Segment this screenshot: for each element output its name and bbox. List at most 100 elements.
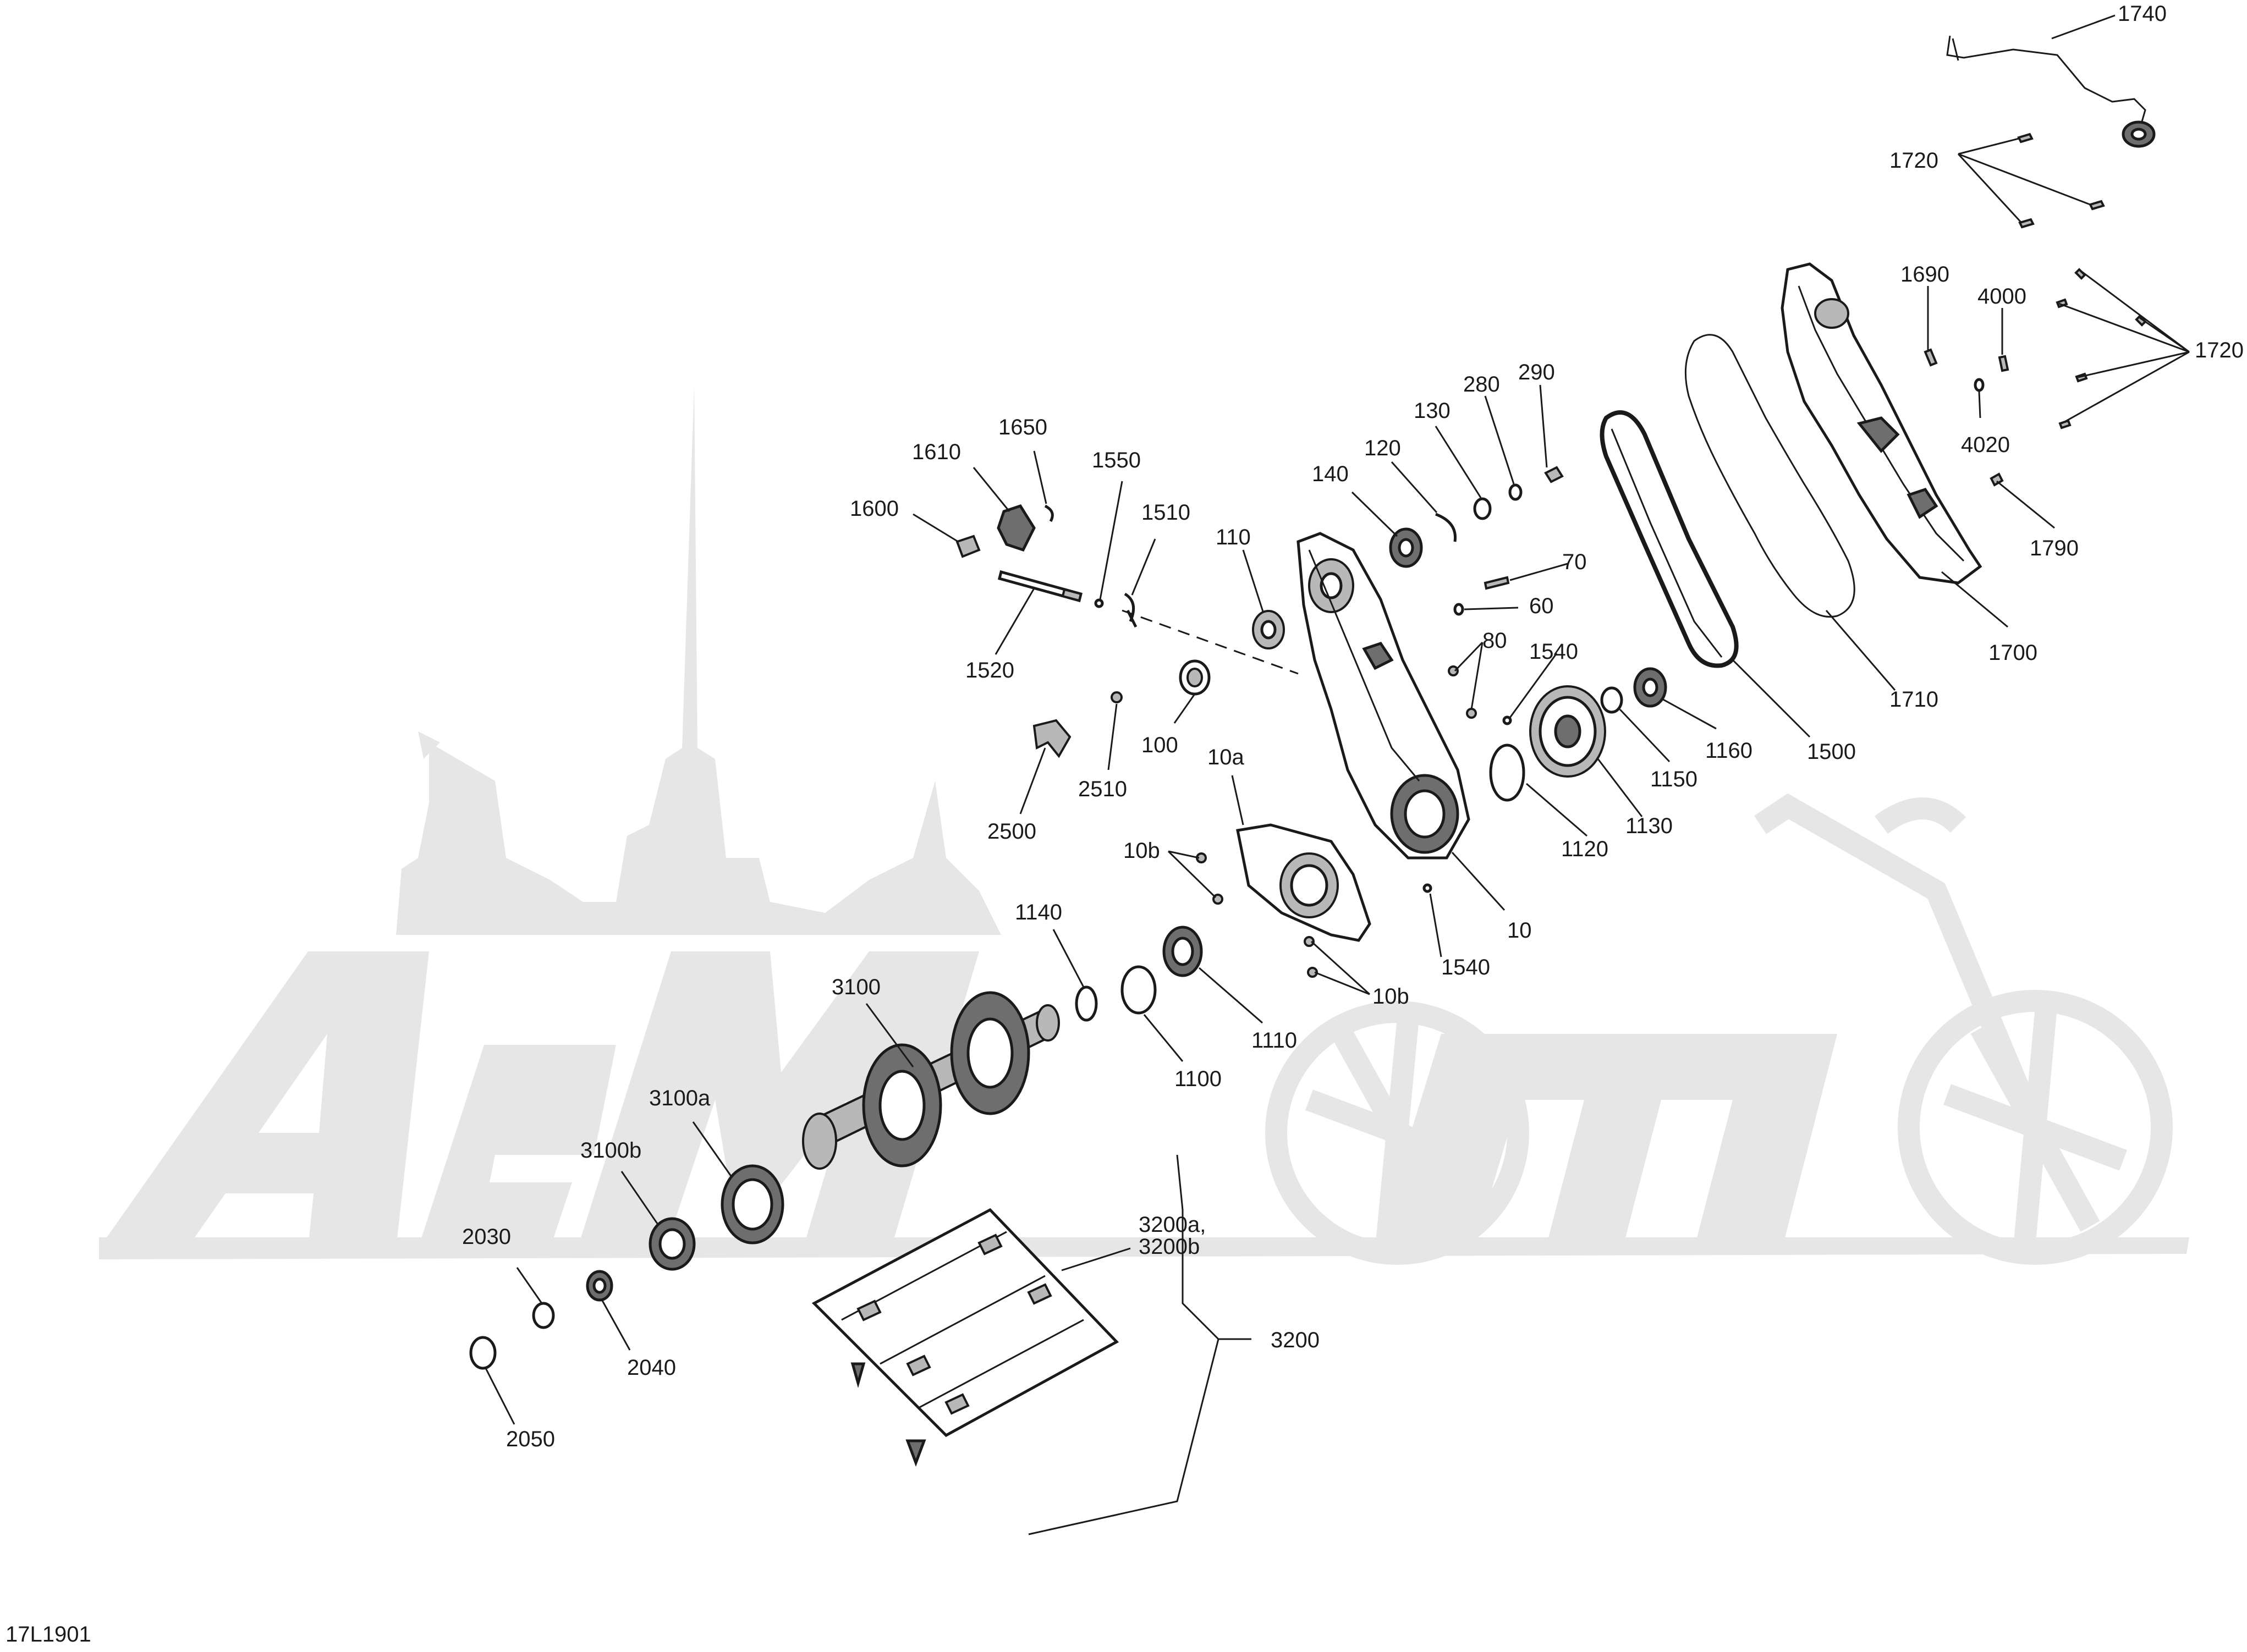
watermark-letter-m2 [1375, 1034, 1837, 1248]
part-290-bolt [1544, 466, 1564, 483]
label-1510: 1510 [1141, 500, 1190, 525]
part-1500-chain [1600, 410, 1739, 668]
label-1790: 1790 [2030, 536, 2079, 560]
label-3100a: 3100a [649, 1086, 711, 1110]
label-2040: 2040 [627, 1356, 676, 1380]
label-3200: 3200 [1271, 1328, 1320, 1352]
part-2040-sprocket [586, 1270, 613, 1302]
label-2500: 2500 [987, 819, 1036, 844]
watermark-frame [1754, 793, 2046, 1132]
part-2500-bracket [1032, 719, 1072, 758]
label-2050: 2050 [506, 1427, 555, 1451]
label-140: 140 [1312, 462, 1349, 486]
label-1150: 1150 [1650, 767, 1697, 791]
label-1690: 1690 [1900, 262, 1949, 287]
part-1100-ring [1120, 965, 1157, 1015]
label-1100: 1100 [1174, 1067, 1222, 1091]
label-3200a: 3200a, [1139, 1213, 1206, 1237]
label-4020: 4020 [1961, 433, 2010, 457]
label-1540-lower: 1540 [1441, 955, 1490, 979]
label-1120: 1120 [1561, 837, 1608, 861]
part-80-nuts [1448, 665, 1477, 719]
label-1520: 1520 [965, 658, 1014, 682]
part-10b-nuts-left [1196, 852, 1223, 905]
label-10b-left: 10b [1123, 839, 1160, 863]
label-1610: 1610 [912, 440, 961, 464]
label-80: 80 [1482, 629, 1507, 653]
part-1130-gear [1529, 685, 1606, 778]
leader-lines [485, 14, 2190, 1535]
part-3100-drive-axle [802, 991, 1060, 1170]
label-10b-right: 10b [1372, 984, 1409, 1009]
label-10: 10 [1507, 918, 1532, 943]
part-1520-shaft [997, 570, 1083, 603]
shaft-center-line [1122, 609, 1299, 675]
label-1720-right: 1720 [2195, 338, 2244, 362]
part-2050-ring [469, 1336, 497, 1370]
label-120: 120 [1364, 436, 1401, 460]
part-1720-bolts-right [2056, 268, 2147, 429]
part-1650-clip [1044, 504, 1054, 522]
label-10a: 10a [1207, 745, 1244, 769]
part-labels: 1740 1720 1720 1690 4000 4020 1790 1700 … [6, 2, 2244, 1647]
label-100: 100 [1141, 733, 1178, 757]
part-70-bolt [1484, 576, 1510, 590]
label-2030: 2030 [462, 1225, 511, 1249]
part-1120-ring [1489, 744, 1525, 802]
watermark-letter-m1 [578, 951, 979, 1248]
label-1130: 1130 [1625, 814, 1673, 838]
label-1710: 1710 [1889, 687, 1938, 712]
watermark [99, 385, 2189, 1265]
label-1740: 1740 [2118, 2, 2167, 26]
part-1510-clip [1124, 592, 1138, 628]
part-2030-ring [532, 1302, 555, 1329]
label-1550: 1550 [1092, 448, 1141, 472]
part-10a-gasket [1236, 823, 1371, 942]
part-130-washer [1473, 497, 1492, 520]
part-1740-harness [1946, 35, 2156, 148]
part-3200-track-guide [811, 1208, 1119, 1467]
part-60-washer [1453, 603, 1464, 616]
label-1110: 1110 [1251, 1028, 1297, 1053]
watermark-letter-e [418, 1045, 616, 1248]
part-1140-ring [1075, 985, 1098, 1022]
label-3100: 3100 [832, 975, 881, 999]
part-140-gear [1389, 527, 1423, 568]
label-1600: 1600 [850, 497, 899, 521]
part-100-seal [1179, 659, 1211, 696]
label-70: 70 [1562, 550, 1587, 574]
part-110-bearing [1252, 610, 1285, 649]
part-1700-outer-cover [1781, 262, 1982, 585]
part-1790-pin [1990, 472, 2004, 487]
part-10-inner-housing [1296, 532, 1470, 860]
part-1710-gasket [1684, 334, 1855, 618]
part-1150-ring [1600, 686, 1623, 714]
part-1160-sprocket [1633, 667, 1667, 708]
label-60: 60 [1529, 594, 1554, 618]
label-4000: 4000 [1977, 284, 2026, 309]
label-290: 290 [1518, 360, 1555, 384]
watermark-underline [99, 1237, 2189, 1259]
watermark-flag [418, 731, 440, 759]
part-2510-nut [1111, 691, 1123, 703]
figure-code: 17L1901 [6, 1622, 91, 1647]
part-120-circlip [1435, 513, 1457, 542]
part-280-washer [1508, 483, 1523, 501]
watermark-spire [396, 385, 1001, 935]
part-4000-pin [1998, 355, 2009, 372]
watermark-spokes [1305, 1005, 2128, 1249]
label-3100b: 3100b [580, 1138, 641, 1163]
label-1540-upper: 1540 [1529, 640, 1578, 664]
label-1700: 1700 [1988, 641, 2037, 665]
label-1500: 1500 [1807, 740, 1856, 764]
part-1720-bolts-top [2017, 133, 2105, 229]
label-1650: 1650 [998, 415, 1047, 439]
label-3200b: 3200b [1139, 1235, 1200, 1259]
part-1610-knob [997, 504, 1036, 552]
part-1690-pin [1924, 348, 1938, 367]
label-280: 280 [1463, 372, 1500, 397]
watermark-wheel-front [1265, 1001, 1529, 1265]
part-1540-plug-lower [1422, 883, 1432, 893]
watermark-wheel-rear [1898, 990, 2173, 1265]
